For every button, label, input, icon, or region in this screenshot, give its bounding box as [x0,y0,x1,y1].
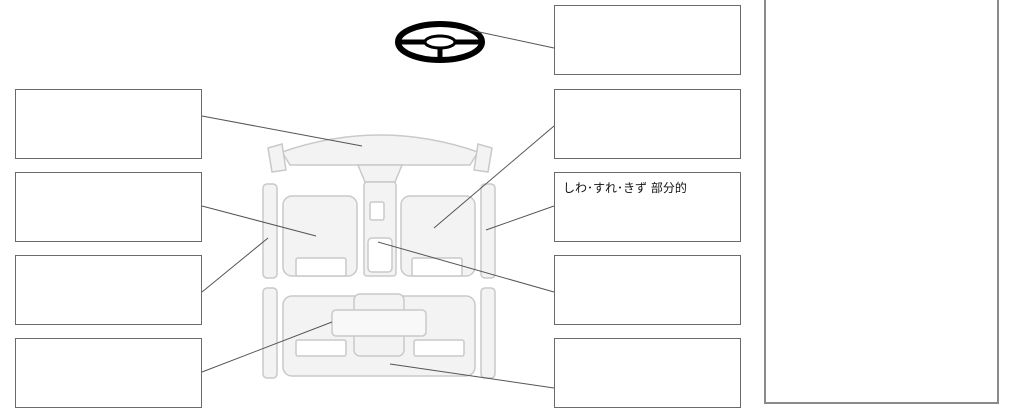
left-rear-door-shape [262,287,278,379]
console-box-shape [367,237,393,273]
rear-seat-cushion-box[interactable] [554,338,741,408]
center-console-box[interactable] [554,255,741,325]
notes-panel[interactable] [764,0,999,404]
left-mirror-shape [267,143,287,173]
driver-seat-box[interactable] [15,172,202,242]
passenger-seat-cushion-shape [411,257,463,277]
gear-lever-shape [369,201,385,221]
leader-passenger-seat [433,125,555,229]
leader-console [377,241,555,293]
dashboard-box[interactable] [15,89,202,159]
left-front-door-shape [262,183,278,279]
dashboard-shape [280,134,480,166]
right-door-trim-box[interactable]: しわ･すれ･きず 部分的 [554,172,741,242]
car-interior-outline [262,134,496,379]
right-rear-door-shape [480,287,496,379]
leader-right-door [485,205,555,231]
leader-rear-cushion [389,363,555,389]
steering-wheel-icon [395,21,485,63]
right-mirror-shape [473,143,493,173]
rear-right-cushion-shape [413,339,465,357]
leader-left-door [201,237,269,293]
leader-lines [201,29,555,389]
driver-seat-cushion-shape [295,257,347,277]
rear-left-cushion-shape [295,339,347,357]
center-vent-shape [356,164,404,183]
leader-steering [469,29,555,49]
right-door-trim-box-text: しわ･すれ･きず 部分的 [563,181,687,195]
steering-wheel-box[interactable] [554,5,741,75]
passenger-seat-box[interactable] [554,89,741,159]
leader-dashboard [201,115,363,147]
rear-seat-back-box[interactable] [15,338,202,408]
rear-armrest-shape [331,309,427,337]
right-front-door-shape [480,183,496,279]
leader-rear-seat-back [201,321,333,373]
leader-driver-seat [201,205,317,237]
left-door-trim-box[interactable] [15,255,202,325]
